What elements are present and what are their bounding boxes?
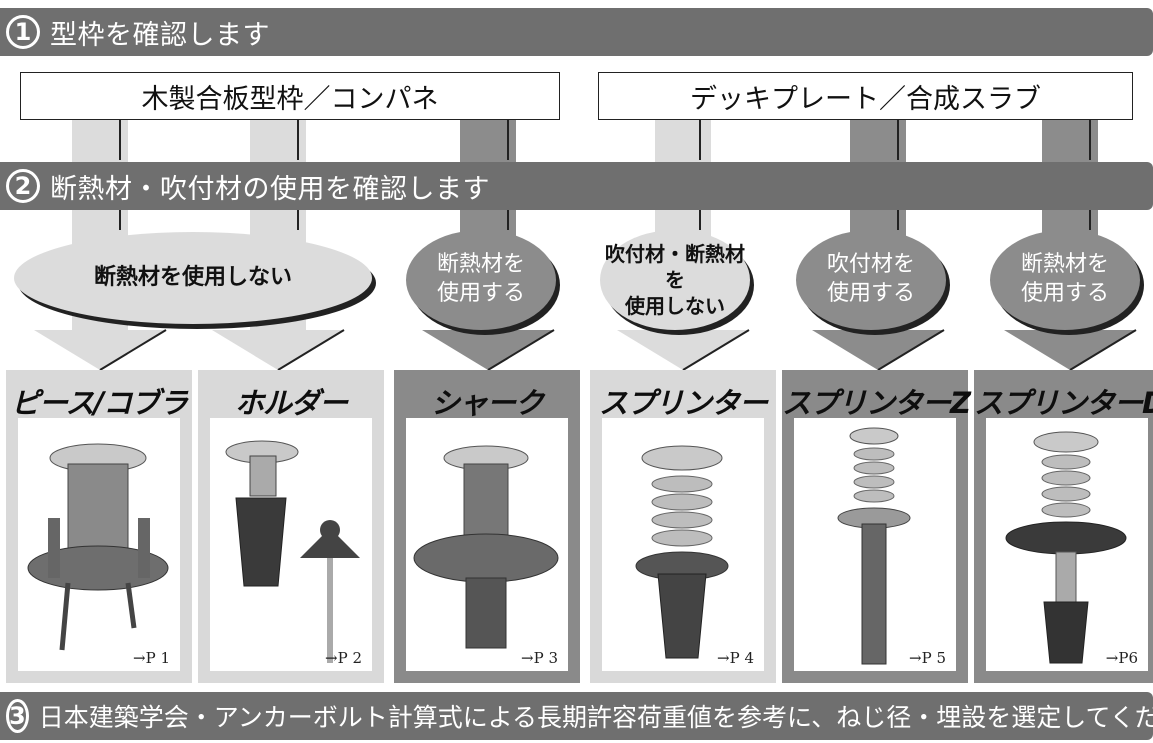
product-name: ホルダー — [234, 386, 348, 420]
step-2-text: 断熱材・吹付材の使用を確認します — [50, 173, 490, 205]
anchor-icon — [413, 445, 559, 649]
page-ref: →P 2 — [325, 649, 362, 667]
product-image-holder: →P 2 — [210, 418, 372, 671]
category-deck-label: デッキプレート／合成スラブ — [690, 83, 1041, 115]
page-ref: →P6 — [1105, 649, 1138, 667]
product-panel-splinter: スプリンター →P 4 — [590, 370, 776, 683]
product-panel-splinter-d: スプリンターD →P6 — [974, 370, 1153, 683]
anchor-icon — [225, 440, 360, 663]
step-1-number: 1 — [6, 15, 40, 49]
product-name: スプリンターD — [974, 386, 1153, 420]
condition-3-line2: 使用しない — [625, 294, 725, 318]
condition-5-line1: 断熱材を — [1020, 252, 1109, 278]
product-name: スプリンター — [598, 386, 768, 420]
product-image-shark: →P 3 — [406, 418, 568, 671]
condition-no-insulation: 断熱材を使用しない — [14, 232, 372, 324]
category-wood-formwork: 木製合板型枠／コンパネ — [20, 72, 560, 120]
category-deck-plate: デッキプレート／合成スラブ — [598, 72, 1133, 120]
page-ref: →P 3 — [521, 649, 558, 667]
product-image-piece-cobra: →P 1 — [18, 418, 180, 671]
product-image-splinter-z: →P 5 — [794, 418, 956, 671]
condition-4-line1: 吹付材を — [826, 252, 915, 278]
step-2-bar: 2 断熱材・吹付材の使用を確認します — [0, 162, 1153, 210]
anchor-icon — [1005, 431, 1127, 664]
anchor-icon — [27, 443, 169, 651]
page-ref: →P 4 — [717, 649, 754, 667]
step-2-number: 2 — [6, 169, 40, 203]
step-1-bar: 1 型枠を確認します — [0, 8, 1153, 56]
product-panel-shark: シャーク →P 3 — [394, 370, 580, 683]
category-wood-label: 木製合板型枠／コンパネ — [141, 83, 439, 115]
product-panel-holder: ホルダー →P 2 — [198, 370, 384, 683]
product-image-splinter: →P 4 — [602, 418, 764, 671]
condition-5-line2: 使用する — [1020, 281, 1109, 306]
condition-2-line1: 断熱材を — [436, 252, 525, 278]
step-3-number: 3 — [6, 699, 29, 733]
product-name: シャーク — [430, 386, 544, 420]
step-3-text: 日本建築学会・アンカーボルト計算式による長期許容荷重値を参考に、ねじ径・埋設を選… — [38, 703, 1153, 732]
condition-use-insulation-1: 断熱材を 使用する — [406, 230, 556, 330]
condition-use-insulation-2: 断熱材を 使用する — [990, 230, 1140, 330]
product-image-splinter-d: →P6 — [986, 418, 1148, 671]
step-3-bar: 3 日本建築学会・アンカーボルト計算式による長期許容荷重値を参考に、ねじ径・埋設… — [0, 692, 1153, 740]
condition-1-text: 断熱材を使用しない — [93, 264, 292, 290]
product-name: ピース/コブラ — [10, 386, 188, 420]
condition-4-line2: 使用する — [826, 281, 915, 306]
anchor-icon — [837, 427, 911, 665]
condition-use-spray: 吹付材を 使用する — [796, 230, 946, 330]
page-ref: →P 5 — [909, 649, 946, 667]
page-ref: →P 1 — [133, 649, 170, 667]
product-panel-splinter-z: スプリンターZ →P 5 — [782, 370, 971, 683]
condition-no-spray-insulation: 吹付材・断熱材を 使用しない — [600, 230, 750, 330]
product-panel-piece-cobra: ピース/コブラ →P 1 — [6, 370, 192, 683]
condition-3-line1: 吹付材・断熱材を — [605, 242, 745, 292]
step-1-text: 型枠を確認します — [50, 19, 270, 51]
anchor-icon — [635, 445, 729, 659]
product-name: スプリンターZ — [782, 386, 971, 420]
condition-2-line2: 使用する — [436, 281, 525, 306]
